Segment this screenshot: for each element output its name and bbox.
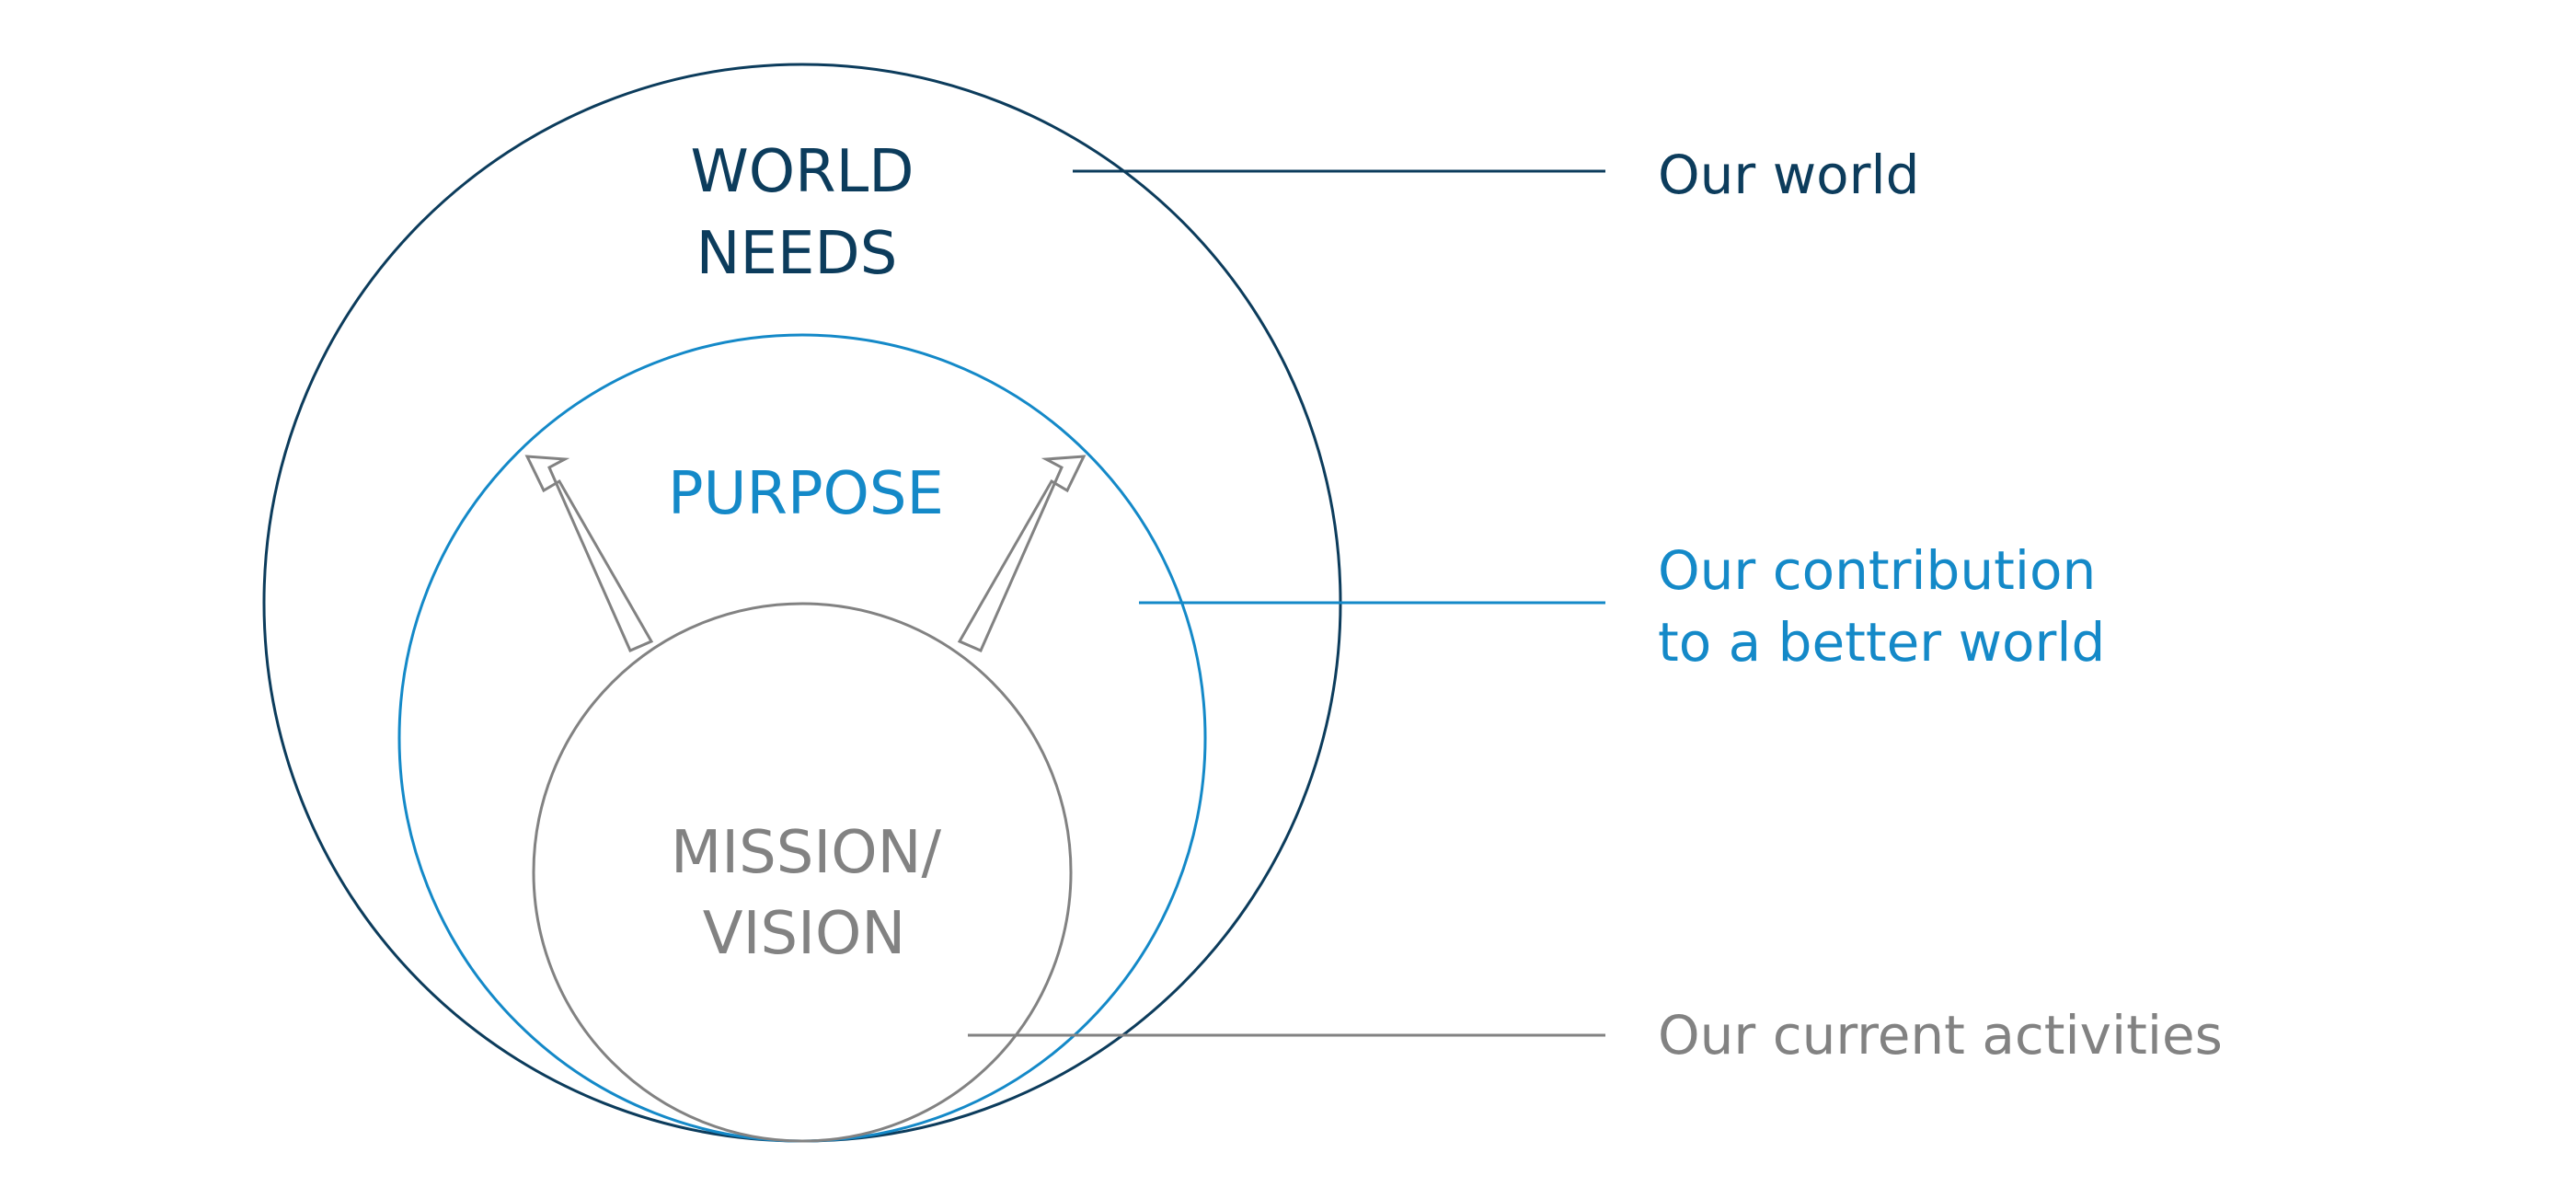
current-activities-label: Our current activities: [1658, 1004, 2223, 1066]
right-arrow-icon: [957, 455, 1087, 652]
world-needs-line1: WORLD: [690, 138, 914, 206]
contribution-label-line2: to a better world: [1658, 611, 2105, 674]
left-arrow-icon: [524, 455, 654, 652]
mission-vision-line2: VISION: [703, 900, 905, 968]
mission-vision-line1: MISSION/: [671, 819, 941, 887]
our-world-label: Our world: [1658, 144, 1919, 206]
purpose-title: PURPOSE: [668, 460, 944, 528]
mission-vision-circle: [532, 602, 1073, 1143]
contribution-label-line1: Our contribution: [1658, 539, 2096, 602]
world-needs-line2: NEEDS: [696, 220, 898, 288]
